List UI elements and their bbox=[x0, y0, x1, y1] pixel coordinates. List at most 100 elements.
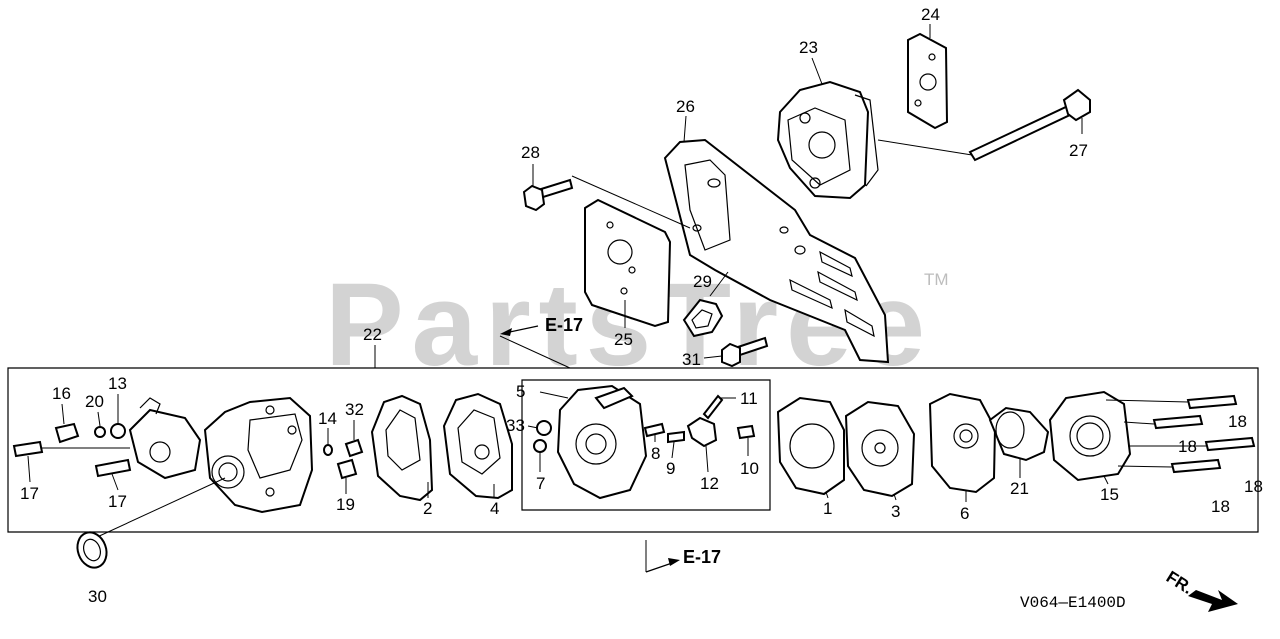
stud-bolt-27-head bbox=[1062, 88, 1091, 122]
pump-plate-4-hole bbox=[474, 444, 490, 460]
trademark-mark: TM bbox=[924, 270, 949, 289]
insulator-plate-26 bbox=[663, 138, 890, 364]
callout-16: 16 bbox=[52, 384, 71, 403]
insulator-plate-slot-4 bbox=[844, 308, 875, 338]
callout-3: 3 bbox=[891, 502, 900, 521]
leader-screw-18-b bbox=[1123, 421, 1155, 425]
callout-5: 5 bbox=[516, 382, 525, 401]
o-ring-30 bbox=[76, 531, 108, 569]
leader-20-label bbox=[97, 411, 101, 427]
callout-4: 4 bbox=[490, 499, 499, 518]
leader-1-label bbox=[825, 491, 829, 499]
carburetor-body-bore bbox=[211, 455, 245, 489]
insulator-plate-hole-2 bbox=[779, 226, 789, 234]
gasket-24-port bbox=[919, 73, 937, 91]
choke-lever-arm bbox=[139, 397, 161, 415]
pump-cover-6-port-inner bbox=[959, 429, 973, 443]
spring-9 bbox=[667, 430, 685, 444]
gasket-1 bbox=[776, 396, 845, 496]
carburetor-body-hole-3 bbox=[265, 487, 275, 497]
gasket-24-hole-top bbox=[928, 53, 936, 61]
callout-8: 8 bbox=[651, 444, 660, 463]
callout-9: 9 bbox=[666, 459, 675, 478]
reference-e17-bottom: E-17 bbox=[683, 547, 721, 567]
elbow-23-bolt-2 bbox=[809, 177, 821, 189]
cover-15-ring-inner bbox=[1076, 422, 1104, 450]
leader-28 bbox=[571, 175, 691, 229]
leader-12-label bbox=[705, 445, 709, 473]
gasket-25-hole-top bbox=[606, 221, 614, 229]
callout-30: 30 bbox=[88, 587, 107, 606]
elbow-23-bolt-1 bbox=[799, 112, 811, 124]
insulator-plate-hole-4 bbox=[794, 245, 806, 255]
pin-11 bbox=[702, 394, 724, 420]
pump-plate-4-detail bbox=[457, 409, 501, 475]
carburetor-body-detail bbox=[247, 413, 303, 479]
screw-18-d bbox=[1170, 458, 1222, 474]
carburetor-body-hole-2 bbox=[287, 425, 297, 435]
carburetor-body-hole-1 bbox=[265, 405, 275, 415]
clip-29-inner bbox=[691, 309, 713, 329]
needle-valve-8 bbox=[643, 422, 666, 438]
choke-lever-boss bbox=[149, 441, 171, 463]
flange-bolt-28-head bbox=[522, 184, 546, 212]
leader-23 bbox=[811, 57, 823, 85]
diaphragm-3-ring bbox=[861, 429, 899, 467]
leader-3-label bbox=[893, 493, 897, 501]
callout-33: 33 bbox=[506, 416, 525, 435]
leader-5 bbox=[539, 391, 569, 399]
callout-7: 7 bbox=[536, 474, 545, 493]
leader-26 bbox=[683, 115, 687, 143]
washer-20 bbox=[94, 426, 106, 438]
callout-27: 27 bbox=[1069, 141, 1088, 160]
callout-18-a: 18 bbox=[1228, 412, 1247, 431]
carburetor-inner-frame bbox=[521, 379, 771, 511]
callout-17-center: 17 bbox=[108, 492, 127, 511]
gasket-24 bbox=[907, 32, 949, 130]
carburetor-core-nozzle bbox=[594, 386, 634, 410]
callout-15: 15 bbox=[1100, 485, 1119, 504]
screw-32 bbox=[344, 438, 364, 458]
leader-elbow-to-stud bbox=[877, 139, 973, 156]
leader-33-label bbox=[527, 425, 539, 429]
pump-cover-6-port bbox=[953, 423, 979, 449]
callout-14: 14 bbox=[318, 409, 337, 428]
washer-7 bbox=[533, 439, 547, 453]
leader-16-label bbox=[61, 403, 65, 425]
insulator-plate-slot-2 bbox=[817, 270, 858, 302]
gasket-2-cutout bbox=[385, 409, 421, 471]
leader-29 bbox=[709, 271, 729, 297]
flange-bolt-31-head bbox=[721, 342, 741, 368]
gasket-2 bbox=[370, 394, 434, 502]
callout-19: 19 bbox=[336, 495, 355, 514]
carburetor-core-bore-inner bbox=[585, 433, 607, 455]
stud-bolt-27 bbox=[968, 104, 1074, 162]
callout-28: 28 bbox=[521, 143, 540, 162]
gasket-25 bbox=[584, 198, 672, 328]
cover-15-ring bbox=[1069, 415, 1111, 457]
callout-17-left: 17 bbox=[20, 484, 39, 503]
screw-16 bbox=[54, 422, 80, 444]
leader-17-left-label bbox=[27, 455, 31, 483]
carburetor-body-22 bbox=[203, 396, 314, 514]
callout-1: 1 bbox=[823, 499, 832, 518]
screw-10 bbox=[736, 424, 756, 440]
leader-9-label bbox=[671, 441, 675, 459]
insulator-plate-slot-3 bbox=[789, 278, 833, 310]
screw-17-left bbox=[12, 440, 44, 458]
front-indicator-arrow bbox=[1188, 590, 1238, 612]
clip-29 bbox=[682, 298, 724, 338]
carburetor-core-5 bbox=[556, 384, 648, 500]
o-ring-30-inner bbox=[82, 538, 102, 562]
callout-25: 25 bbox=[614, 330, 633, 349]
primer-bulb-21-lip bbox=[995, 411, 1025, 449]
leader-e17-top bbox=[499, 335, 571, 369]
insulator-plate-hole-3 bbox=[692, 224, 702, 232]
gasket-25-hole-low bbox=[620, 287, 628, 295]
elbow-23-port bbox=[808, 131, 836, 159]
callout-21: 21 bbox=[1010, 479, 1029, 498]
callout-23: 23 bbox=[799, 38, 818, 57]
elbow-23 bbox=[776, 80, 870, 200]
diaphragm-3 bbox=[844, 400, 916, 498]
lever-12 bbox=[686, 416, 718, 448]
